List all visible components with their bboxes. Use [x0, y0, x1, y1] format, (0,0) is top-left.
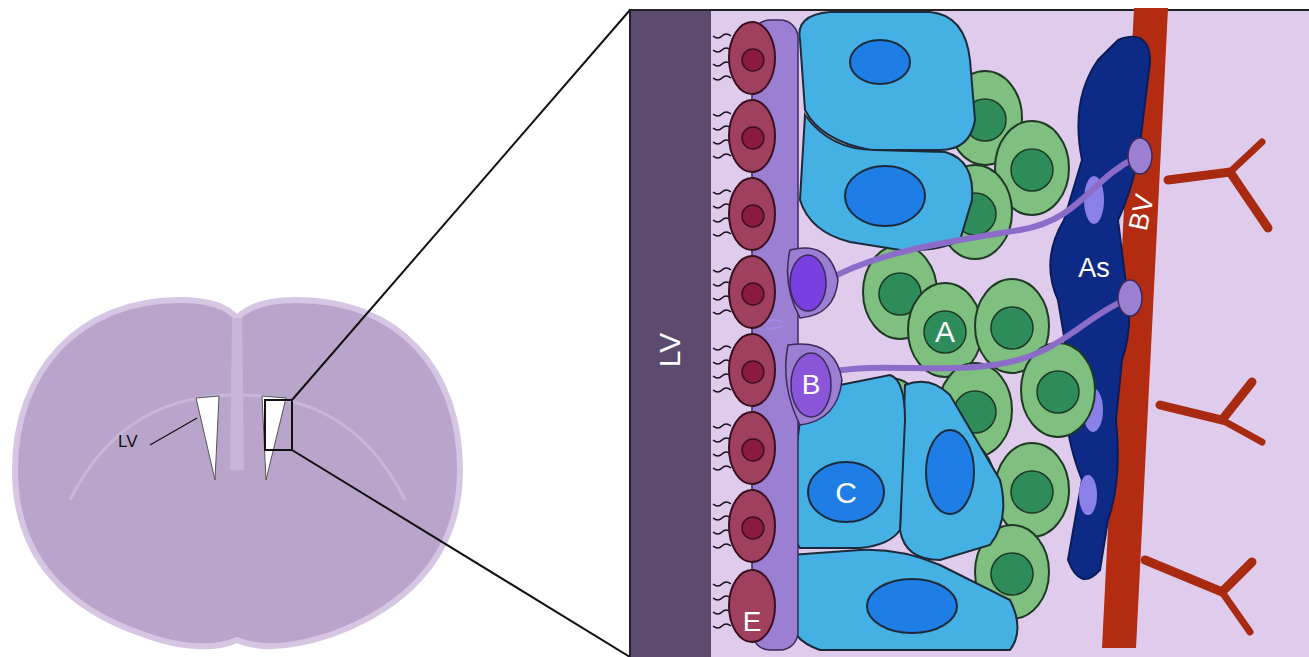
- cell-label: E: [743, 608, 762, 636]
- leader-line: [150, 418, 197, 445]
- e-cell: [713, 100, 775, 172]
- blood-vessel: [1145, 142, 1268, 632]
- a-cell: A: [925, 312, 965, 352]
- b-cell-endfoot: [1128, 138, 1152, 174]
- astrocyte-endfoot: [1079, 475, 1097, 515]
- ventricle-lumen: [631, 11, 711, 657]
- cell-label: As: [1078, 255, 1110, 282]
- cell-label: BV: [1125, 192, 1159, 233]
- b-cell-cilium: [766, 320, 783, 329]
- cell-label: B: [802, 371, 821, 399]
- e-cell: [713, 334, 775, 406]
- e-cell: [713, 256, 775, 328]
- cell-label: LV: [655, 333, 685, 367]
- b-cell-process: [830, 300, 1125, 372]
- ventricle-region: LV: [645, 305, 695, 395]
- e-cell: [713, 412, 775, 484]
- c-cell: C: [823, 471, 869, 515]
- zoom-box: [265, 400, 292, 450]
- cell-label: C: [835, 478, 857, 508]
- zoom-line: [292, 450, 630, 657]
- cell-label: A: [935, 317, 955, 347]
- ependymal-cell: E: [732, 602, 772, 642]
- zoom-panel: [630, 10, 1309, 657]
- b-cell: [790, 255, 826, 311]
- e-cell: [713, 490, 775, 562]
- b-cell: [788, 248, 838, 318]
- blood-vessel: BV: [1121, 182, 1163, 242]
- e-cell: [713, 570, 775, 642]
- lateral-ventricle: [196, 396, 219, 480]
- b-cell-endfoot: [1118, 280, 1142, 316]
- e-cells: [713, 22, 775, 642]
- region-label: LV: [118, 433, 138, 450]
- astrocyte: As: [1069, 248, 1119, 288]
- a-cell: [995, 443, 1069, 537]
- b-cell: [786, 344, 842, 425]
- c-cells: [785, 12, 1018, 650]
- b-cell: [791, 353, 831, 417]
- brain-section: [15, 300, 460, 646]
- midline: [230, 318, 244, 470]
- e-cell: [713, 178, 775, 250]
- b-cell: B: [793, 365, 829, 405]
- e-cell: [713, 22, 775, 94]
- zoom-line: [292, 10, 630, 400]
